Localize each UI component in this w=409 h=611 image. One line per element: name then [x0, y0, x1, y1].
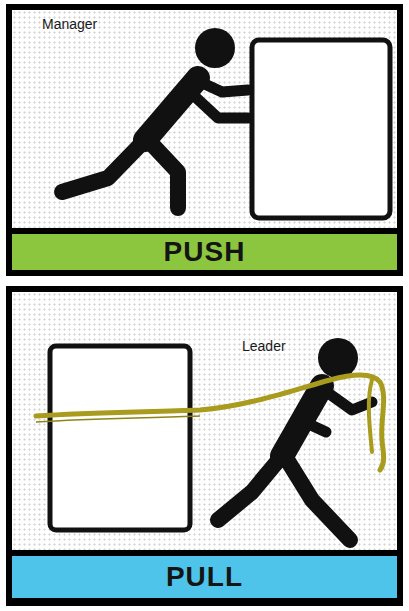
rope: [369, 380, 372, 452]
crate-outline: [252, 40, 390, 218]
arm: [300, 392, 326, 432]
role-label: Leader: [242, 338, 286, 354]
crate-outline: [50, 346, 190, 530]
action-word: PULL: [166, 563, 243, 591]
arm: [324, 390, 372, 410]
leg: [62, 140, 145, 192]
label-band: PUSH: [12, 234, 397, 270]
action-word: PUSH: [164, 238, 246, 266]
rope: [36, 375, 384, 470]
role-label: Manager: [42, 16, 97, 32]
arm: [196, 80, 248, 92]
arm: [190, 92, 248, 118]
dotted-paper: [12, 10, 397, 228]
torso: [282, 386, 322, 456]
leg: [218, 456, 282, 520]
rope-shade: [36, 416, 200, 422]
leg: [286, 458, 350, 540]
dotted-paper: [12, 292, 397, 550]
picture-panel: LeaderPULL: [6, 286, 403, 606]
leader-figure: [218, 386, 372, 540]
leg: [148, 140, 178, 208]
head: [195, 28, 235, 68]
manager-figure: [62, 78, 248, 208]
label-band: PULL: [12, 556, 397, 598]
head: [318, 338, 358, 378]
picture-panel: ManagerPUSH: [6, 4, 403, 276]
torso: [145, 78, 198, 140]
